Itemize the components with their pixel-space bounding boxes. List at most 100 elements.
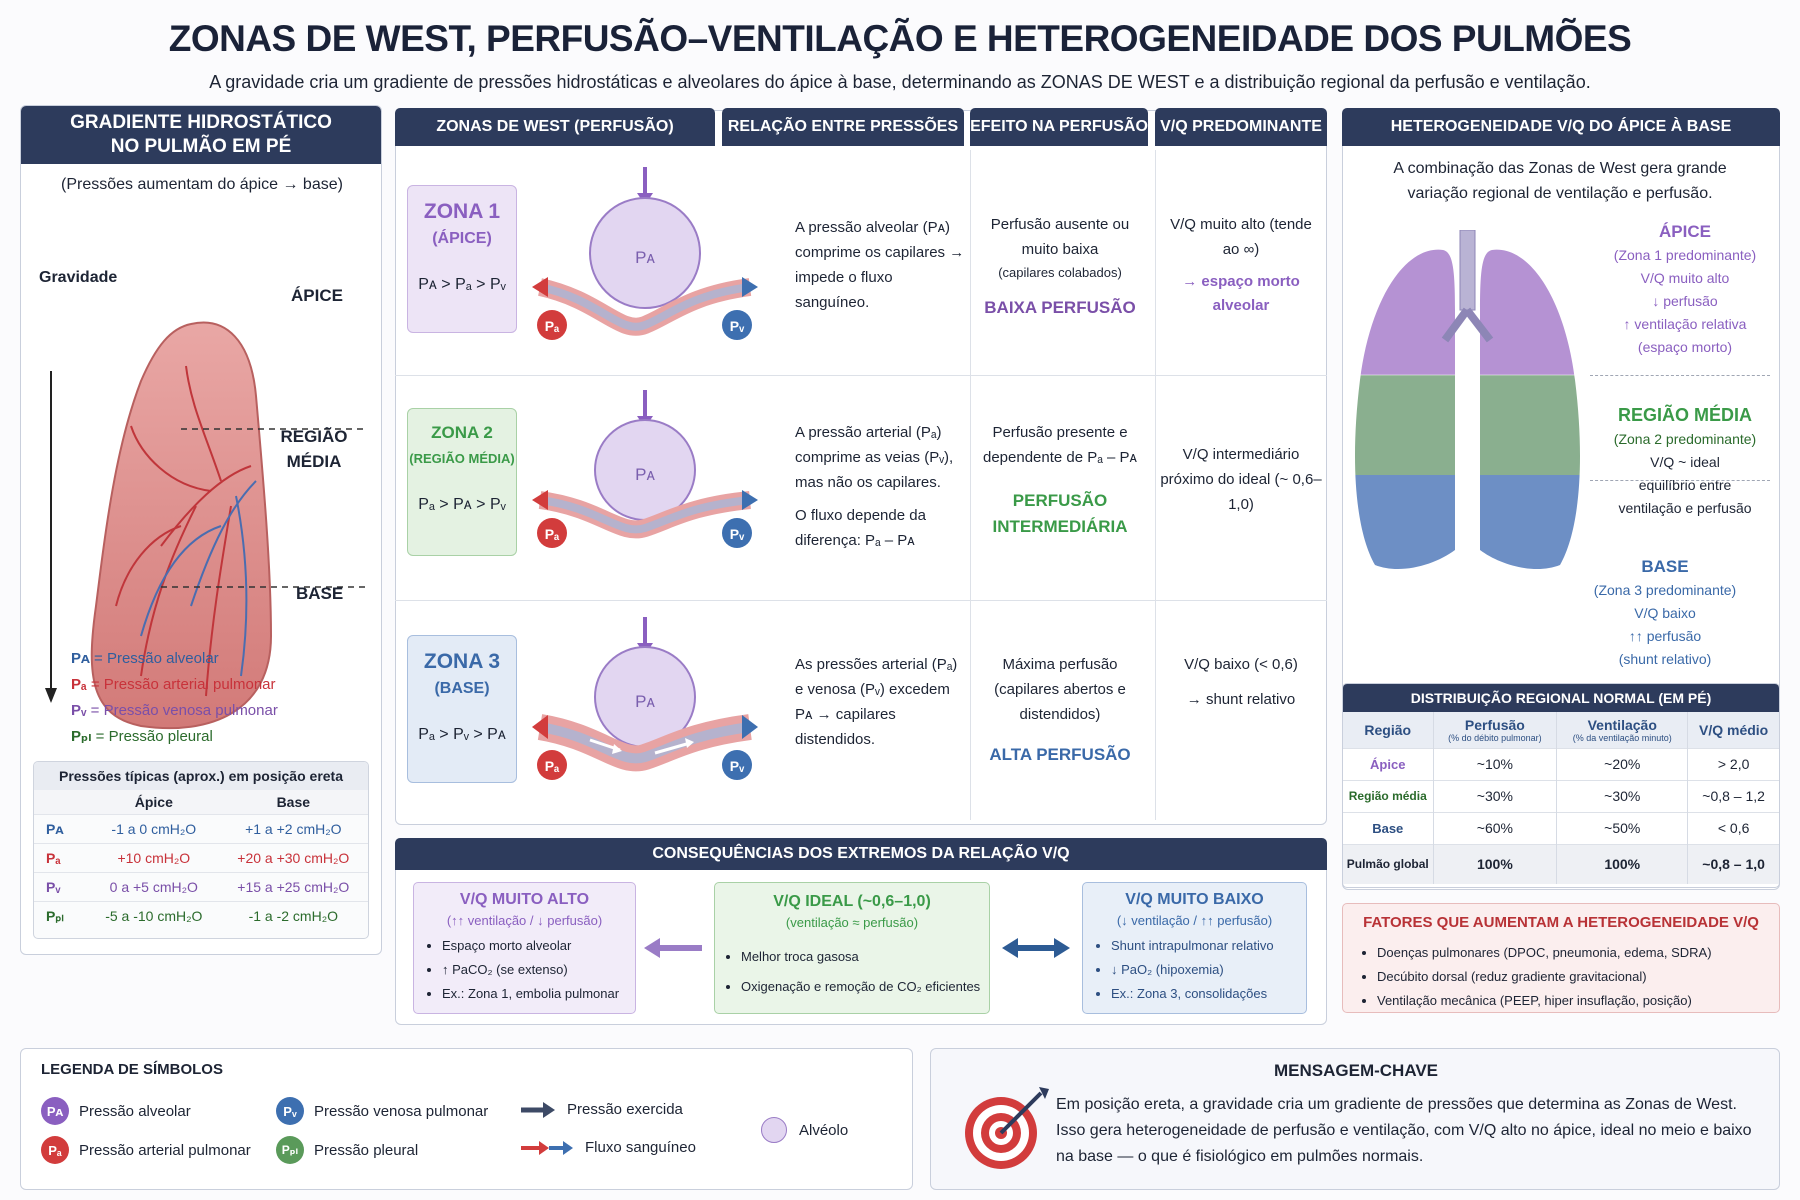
ppl-badge-icon: Pₚₗ <box>276 1136 304 1164</box>
legend-row-pa: Pᴀ = Pressão alveolar <box>71 650 219 667</box>
key-message-text: Em posição ereta, a gravidade cria um gr… <box>1056 1096 1752 1165</box>
right-apex: ÁPICE (Zona 1 predominante) V/Q muito al… <box>1613 222 1757 355</box>
svg-text:Pᵥ: Pᵥ <box>730 318 745 334</box>
zone2-relation: A pressão arterial (Pₐ) comprime as veia… <box>795 424 954 549</box>
zone1-diagram: Pᴀ Pₐ Pᵥ <box>532 167 758 340</box>
factors-box: FATORES QUE AUMENTAM A HETEROGENEIDADE V… <box>1342 903 1780 1013</box>
header-zones: ZONAS DE WEST (PERFUSÃO) <box>395 108 715 146</box>
right-header: HETEROGENEIDADE V/Q DO ÁPICE À BASE <box>1342 108 1780 146</box>
vq-low-box: V/Q MUITO BAIXO (↓ ventilação / ↑↑ perfu… <box>1082 882 1307 1014</box>
zone2-name: ZONA 2 <box>431 423 493 442</box>
double-arrow-icon <box>1002 938 1070 958</box>
legend-row-ppl: Pₚₗ = Pressão pleural <box>71 728 213 745</box>
svg-text:Pₐ: Pₐ <box>545 526 560 542</box>
legend-row-pv: Pᵥ = Pressão venosa pulmonar <box>71 702 278 719</box>
zone2-diagram: Pᴀ Pₐ Pᵥ <box>532 390 758 548</box>
svg-text:Pᴀ: Pᴀ <box>635 465 655 484</box>
list-item: Doenças pulmonares (DPOC, pneumonia, ede… <box>1377 941 1779 965</box>
blood-flow-arrow-icon <box>521 1140 573 1155</box>
table-row: Ápice ~10% ~20% > 2,0 <box>1343 748 1779 780</box>
zone3-formula: Pₐ > Pᵥ > Pᴀ <box>418 726 506 743</box>
table-row: Pᵥ 0 a +5 cmH₂O +15 a +25 cmH₂O <box>34 872 368 902</box>
list-item: Decúbito dorsal (reduz gradiente gravita… <box>1377 965 1779 989</box>
zone2-effect: Perfusão presente e dependente de Pₐ – P… <box>983 424 1137 536</box>
svg-text:Pₐ: Pₐ <box>545 318 560 334</box>
left-header: GRADIENTE HIDROSTÁTICO NO PULMÃO EM PÉ <box>21 106 381 164</box>
list-item: ↑ PaCO₂ (se extenso) <box>442 958 635 982</box>
list-item: Ventilação mecânica (PEEP, hiper insufla… <box>1377 989 1779 1013</box>
header-vq: V/Q PREDOMINANTE <box>1155 108 1327 146</box>
list-item: Melhor troca gasosa <box>741 942 989 972</box>
target-icon <box>965 1087 1049 1169</box>
zone1-sub: (ÁPICE) <box>432 230 492 247</box>
list-item: ↓ PaO₂ (hipoxemia) <box>1111 958 1306 982</box>
svg-text:Pᵥ: Pᵥ <box>730 526 745 542</box>
zone1-relation: A pressão alveolar (Pᴀ) comprime os capi… <box>795 219 965 311</box>
table-row: Base ~60% ~50% < 0,6 <box>1343 812 1779 844</box>
apex-label: ÁPICE <box>291 286 343 305</box>
zone3-label: ZONA 3 (BASE) Pₐ > Pᵥ > Pᴀ <box>407 635 517 783</box>
pa-arterial-badge-icon: Pₐ <box>41 1136 69 1164</box>
vq-ideal-box: V/Q IDEAL (~0,6–1,0) (ventilação ≈ perfu… <box>714 882 990 1014</box>
left-arrow-icon <box>644 938 702 958</box>
right-divider-2 <box>1590 480 1770 481</box>
zone1-vq: V/Q muito alto (tende ao ∞) → espaço mor… <box>1170 216 1312 314</box>
col-apex: Ápice <box>134 794 173 810</box>
typical-pressures-table: Pressões típicas (aprox.) em posição ere… <box>33 761 369 939</box>
svg-text:Pᴀ: Pᴀ <box>635 692 655 711</box>
page-subtitle: A gravidade cria um gradiente de pressõe… <box>209 72 1591 92</box>
consequences-header: CONSEQUÊNCIAS DOS EXTREMOS DA RELAÇÃO V/… <box>395 838 1327 870</box>
svg-text:Pₐ: Pₐ <box>545 758 560 774</box>
gravity-label: Gravidade <box>39 269 118 286</box>
page-title: ZONAS DE WEST, PERFUSÃO–VENTILAÇÃO E HET… <box>168 18 1632 59</box>
mid-label: REGIÃO MÉDIA <box>280 427 348 471</box>
zone1-name: ZONA 1 <box>423 200 501 223</box>
zone2-formula: Pₐ > Pᴀ > Pᵥ <box>418 496 506 513</box>
zone3-sub: (BASE) <box>434 680 490 697</box>
pressure-legend: Pᴀ = Pressão alveolar Pₐ = Pressão arter… <box>71 646 278 750</box>
right-divider-1 <box>1590 375 1770 376</box>
zone1-label: ZONA 1 (ÁPICE) Pᴀ > Pₐ > Pᵥ <box>407 185 517 333</box>
alveolus-icon <box>761 1117 787 1143</box>
left-panel: GRADIENTE HIDROSTÁTICO NO PULMÃO EM PÉ (… <box>20 105 382 955</box>
zone1-formula: Pᴀ > Pₐ > Pᵥ <box>418 276 506 293</box>
list-item: Oxigenação e remoção de CO₂ eficientes <box>741 972 989 1002</box>
table-row: Pᴀ -1 a 0 cmH₂O +1 a +2 cmH₂O <box>34 814 368 844</box>
table-row: Pₚₗ -5 a -10 cmH₂O -1 a -2 cmH₂O <box>34 901 368 931</box>
list-item: Ex.: Zona 3, consolidações <box>1111 982 1306 1006</box>
pressure-arrow-icon <box>521 1101 555 1118</box>
vq-lungs-illustration <box>1345 230 1590 570</box>
legend-row-pra: Pₐ = Pressão arterial pulmonar <box>71 676 276 693</box>
key-message: MENSAGEM-CHAVE Em posição ereta, a gravi… <box>930 1048 1780 1190</box>
header-effect: EFEITO NA PERFUSÃO <box>970 108 1148 146</box>
zone3-vq: V/Q baixo (< 0,6) → shunt relativo <box>1184 656 1298 708</box>
table-row: Pₐ +10 cmH₂O +20 a +30 cmH₂O <box>34 843 368 873</box>
table-row: Pulmão global 100% 100% ~0,8 – 1,0 <box>1343 844 1779 884</box>
zone1-effect: Perfusão ausente ou muito baixa (capilar… <box>984 216 1136 317</box>
svg-text:Pᴀ: Pᴀ <box>635 248 655 267</box>
vq-high-box: V/Q MUITO ALTO (↑↑ ventilação / ↓ perfus… <box>413 882 636 1014</box>
zone2-vq: V/Q intermediário próximo do ideal (~ 0,… <box>1160 446 1322 513</box>
zone3-effect: Máxima perfusão (capilares abertos e dis… <box>989 656 1131 764</box>
base-label: BASE <box>296 584 344 603</box>
pa-badge-icon: Pᴀ <box>41 1097 69 1125</box>
right-intro: A combinação das Zonas de West gera gran… <box>1393 160 1727 202</box>
legend-flow-arrow: Fluxo sanguíneo <box>521 1139 696 1156</box>
list-item: Espaço morto alveolar <box>442 934 635 958</box>
left-note: (Pressões aumentam do ápice → base) <box>61 176 343 193</box>
right-mid: REGIÃO MÉDIA (Zona 2 predominante) V/Q ~… <box>1613 405 1757 516</box>
distribution-table: DISTRIBUIÇÃO REGIONAL NORMAL (EM PÉ) Reg… <box>1342 683 1780 888</box>
list-item: Shunt intrapulmonar relativo <box>1111 934 1306 958</box>
zone3-diagram: Pᴀ Pₐ Pᵥ <box>532 617 758 780</box>
lung-illustration <box>45 321 366 730</box>
zone3-relation: As pressões arterial (Pₐ) e venosa (Pᵥ) … <box>795 656 958 748</box>
zone2-sub: (REGIÃO MÉDIA) <box>409 451 515 466</box>
zone3-name: ZONA 3 <box>423 650 501 673</box>
pv-badge-icon: Pᵥ <box>276 1097 304 1125</box>
table-title: Pressões típicas (aprox.) em posição ere… <box>34 762 368 790</box>
table-row: Região média ~30% ~30% ~0,8 – 1,2 <box>1343 780 1779 812</box>
